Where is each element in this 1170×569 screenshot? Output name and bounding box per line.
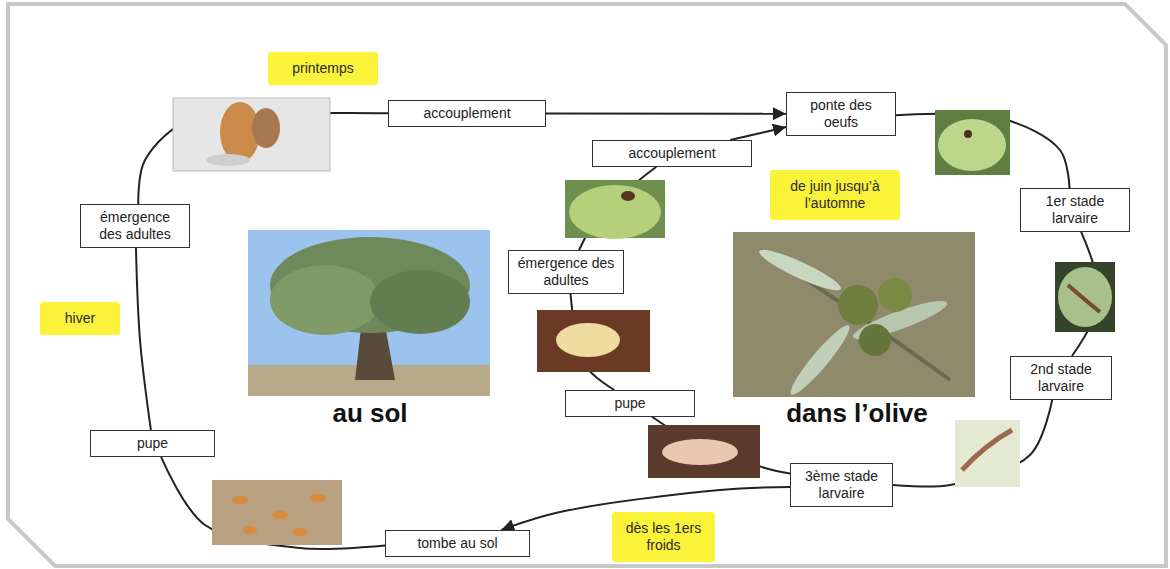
stage-text: pupe (99, 435, 206, 452)
cycle-connector (161, 457, 385, 549)
stage-box: 1er stade larvaire (1020, 188, 1130, 232)
stage-box: accouplement (388, 100, 546, 127)
larva-shape (662, 439, 738, 465)
larva-photo (1055, 262, 1115, 332)
pupa-shape (252, 108, 280, 148)
stage-box: 2nd stade larvaire (1010, 356, 1112, 400)
soil-photo (212, 480, 342, 545)
pupa-photo (173, 98, 330, 171)
olive-shape (1058, 267, 1112, 327)
pupa-shape (232, 496, 248, 504)
stage-box: pupe (565, 390, 695, 417)
season-highlight: de juin jusqu’à l’automne (770, 170, 900, 220)
stage-box: pupe (90, 430, 215, 457)
fly-shape (621, 191, 635, 201)
stage-text: accouplement (601, 145, 743, 162)
pupa-shape (243, 526, 257, 534)
pupa-shape (272, 511, 288, 519)
season-highlight: hiver (40, 302, 120, 335)
stage-text: ponte des oeufs (795, 97, 887, 131)
leaf-shape (756, 244, 844, 297)
stage-box: ponte des oeufs (786, 92, 896, 136)
stage-box: 3ème stade larvaire (790, 463, 893, 507)
fly-shape (964, 130, 972, 138)
cycle-connector (896, 114, 1070, 188)
stage-text: tombe au sol (394, 535, 521, 552)
tree-photo (248, 230, 490, 396)
pupa-shape (310, 494, 326, 502)
stage-box: tombe au sol (385, 530, 530, 557)
olive-photo (935, 110, 1010, 175)
olive-photo (565, 180, 665, 238)
branch-photo (733, 232, 975, 397)
stage-text: 2nd stade larvaire (1019, 361, 1103, 395)
stage-text: pupe (574, 395, 686, 412)
season-highlight: dès les 1ers froids (612, 512, 715, 562)
stage-text: émergence des adultes (89, 209, 181, 243)
stage-text: émergence des adultes (517, 255, 615, 289)
stage-box: émergence des adultes (508, 250, 624, 294)
stage-box: accouplement (592, 140, 752, 167)
olive-shape (569, 185, 661, 239)
olive-shape (938, 119, 1006, 171)
leaf-shape (785, 320, 855, 399)
stage-text: accouplement (397, 105, 537, 122)
pupa-shape (292, 528, 308, 536)
frame-outline (8, 4, 1166, 566)
pupa-photo (537, 310, 650, 372)
olive-shape (859, 324, 891, 356)
shadow-shape (206, 154, 250, 166)
photo-caption: dans l’olive (752, 399, 962, 428)
canopy-shape (370, 270, 470, 334)
olive-shape (878, 278, 912, 312)
larva-photo (648, 425, 760, 478)
cycle-connector (136, 248, 151, 430)
stage-box: émergence des adultes (80, 204, 190, 248)
gallery-trace (962, 430, 1012, 470)
larva-photo (955, 420, 1020, 487)
season-highlight: printemps (268, 52, 378, 85)
photo-caption: au sol (290, 399, 450, 428)
stage-text: 3ème stade larvaire (799, 468, 884, 502)
cycle-connector (730, 127, 786, 140)
gallery-trace (1068, 285, 1100, 312)
cycle-connector (546, 112, 786, 114)
canopy-shape (270, 265, 380, 335)
stage-text: 1er stade larvaire (1029, 193, 1121, 227)
pupa-shape (556, 323, 620, 357)
olive-shape (838, 285, 878, 325)
